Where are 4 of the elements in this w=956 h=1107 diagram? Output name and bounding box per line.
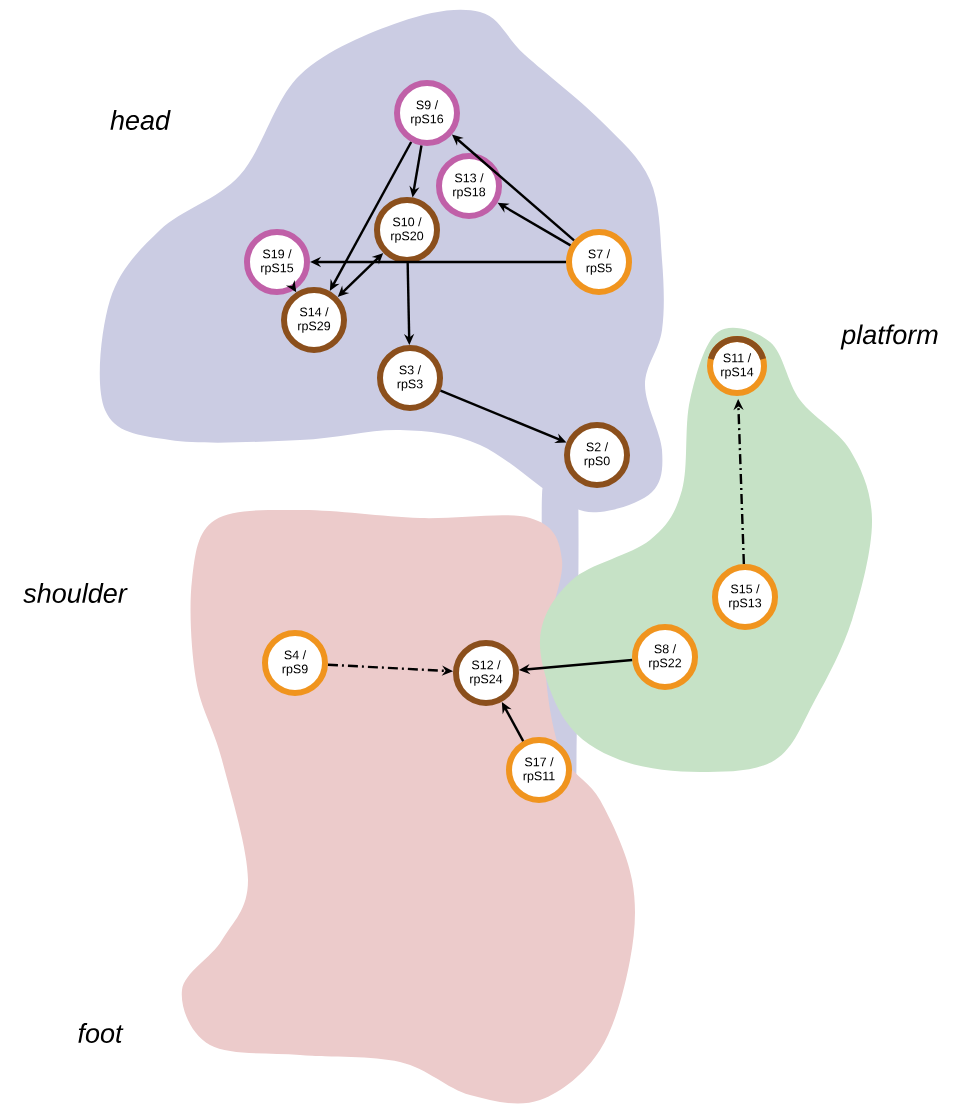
region-label: head [110,110,171,130]
region-label: shoulder [23,583,128,603]
region-label: foot [78,1023,124,1043]
region-label: platform [840,324,938,350]
